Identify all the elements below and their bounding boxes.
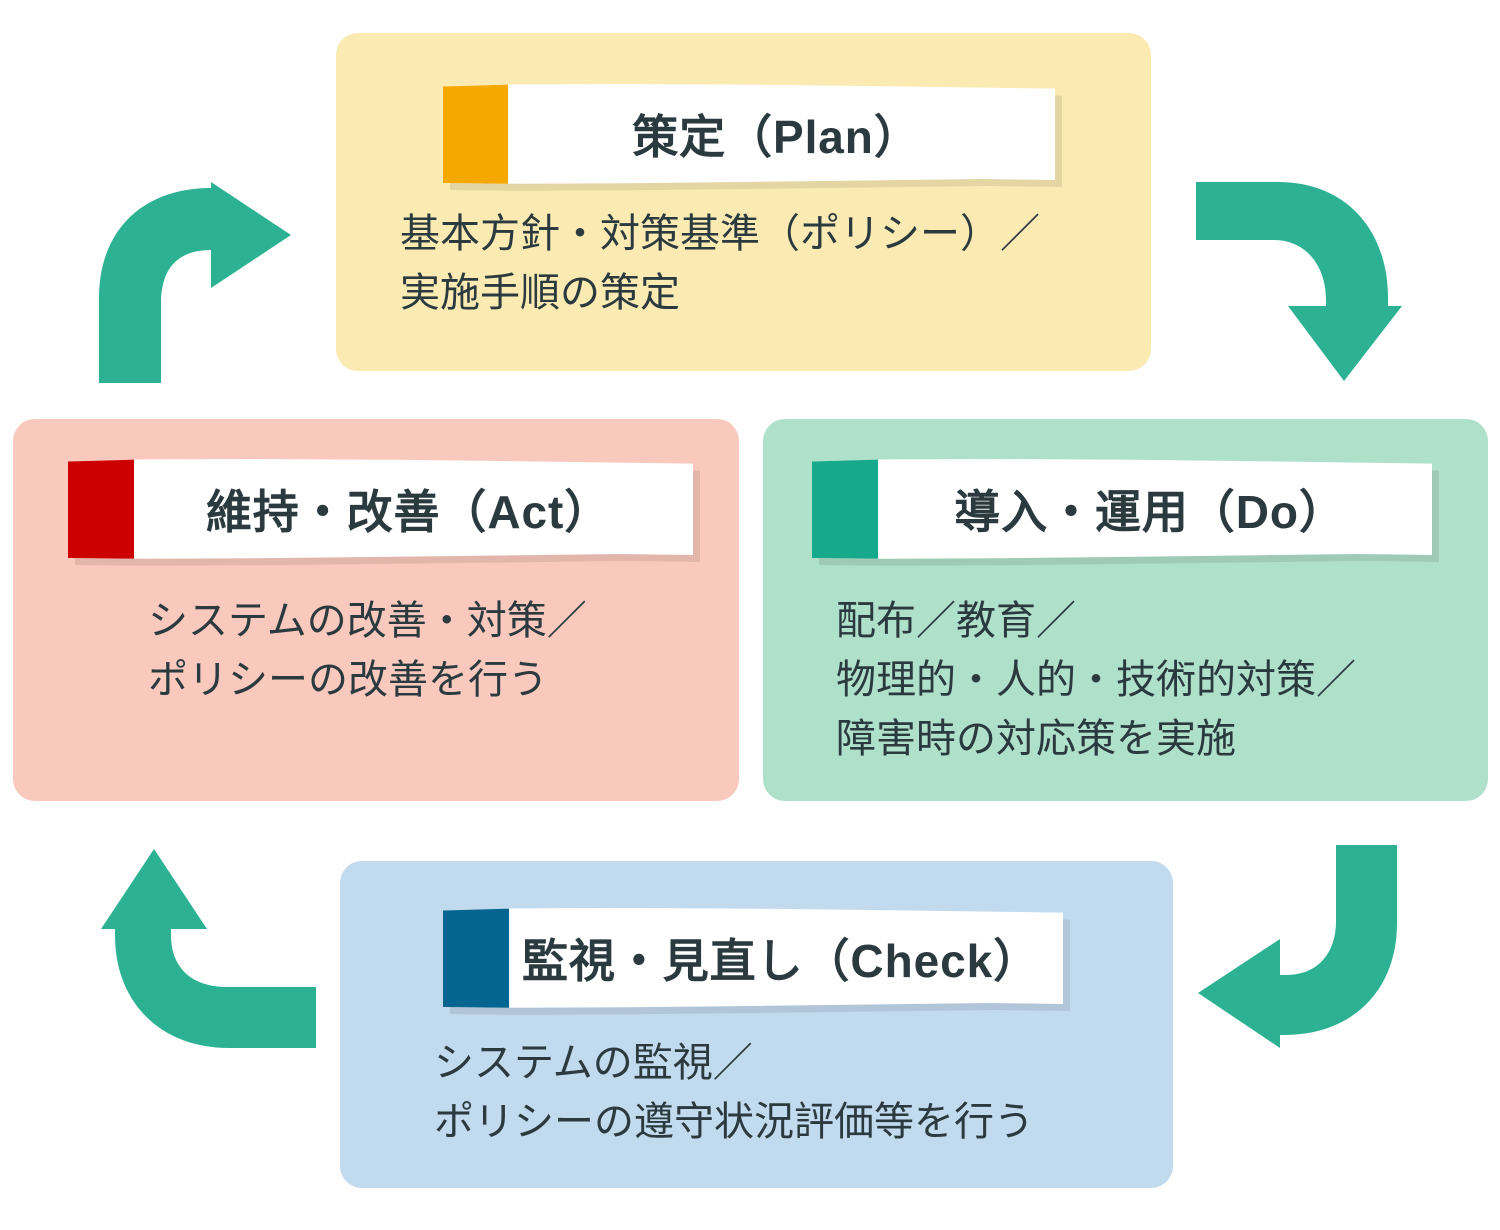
panel-check-title-ribbon: 監視・見直し（Check） <box>443 908 1063 1008</box>
panel-do-title: 導入・運用（Do） <box>954 486 1346 538</box>
plan-accent-swatch <box>443 84 508 184</box>
panel-check-title: 監視・見直し（Check） <box>521 935 1041 987</box>
do-accent-swatch <box>812 459 878 559</box>
panel-act-body: システムの改善・対策／ ポリシーの改善を行う <box>148 599 587 703</box>
curved-arrow-down-left-icon <box>1198 845 1397 1048</box>
panel-act-title-ribbon: 維持・改善（Act） <box>68 459 693 559</box>
panel-act-title: 維持・改善（Act） <box>205 486 612 538</box>
panel-plan-body: 基本方針・対策基準（ポリシー）／ 実施手順の策定 <box>400 212 1040 316</box>
curved-arrow-left-up-icon <box>101 849 316 1048</box>
act-accent-swatch <box>68 459 134 559</box>
panel-do-body: 配布／教育／ 物理的・人的・技術的対策／ 障害時の対応策を実施 <box>836 599 1356 762</box>
panel-check-body: システムの監視／ ポリシーの遵守状況評価等を行う <box>434 1041 1034 1145</box>
panel-plan-title-ribbon: 策定（Plan） <box>443 84 1055 184</box>
panel-plan-title: 策定（Plan） <box>632 111 921 163</box>
panel-do-title-ribbon: 導入・運用（Do） <box>812 459 1432 559</box>
curved-arrow-up-right-icon <box>99 182 291 383</box>
check-accent-swatch <box>443 908 509 1008</box>
curved-arrow-right-down-icon <box>1196 182 1402 381</box>
